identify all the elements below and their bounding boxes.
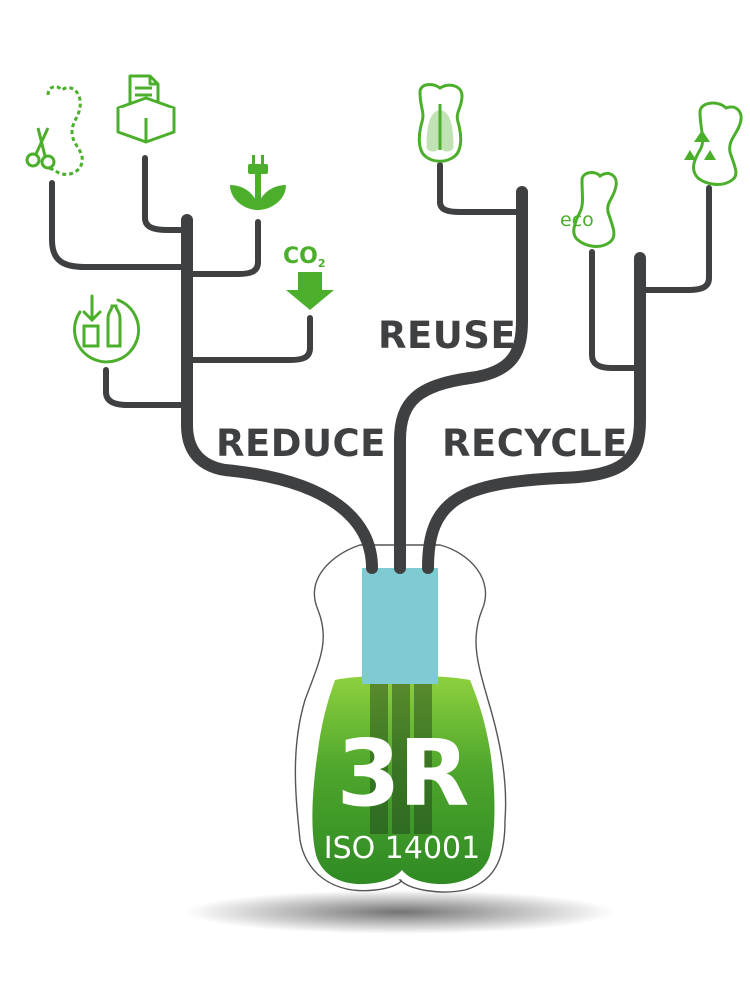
- co2-arrow-icon: [286, 272, 334, 310]
- recycle-icon: [684, 101, 743, 186]
- label-reduce: REDUCE: [216, 422, 386, 465]
- scissors-icon: [25, 85, 84, 176]
- ground-shadow: [185, 890, 615, 934]
- co2-subscript: 2: [317, 257, 326, 270]
- twig-lungs: [437, 162, 525, 215]
- twig-scissors: [49, 180, 190, 270]
- twig-bottle-icon: [103, 367, 190, 408]
- bottle-subtitle: ISO 14001: [323, 831, 481, 866]
- twigs: [49, 155, 712, 408]
- bottle-title: 3R: [336, 720, 470, 827]
- twig-recycle-icon: [637, 185, 712, 293]
- bottle-reduce-icon: [73, 294, 141, 364]
- twig-eco: [589, 249, 643, 371]
- twig-box: [142, 155, 190, 233]
- twig-co2: [184, 315, 313, 363]
- branch-recycle: [422, 252, 646, 574]
- lungs-icon: [417, 83, 464, 163]
- plug-leaf-icon: [230, 155, 286, 210]
- bottle-inner-stems: [370, 684, 432, 834]
- twig-plug: [184, 219, 261, 277]
- branch-reuse: [394, 186, 528, 574]
- branch-reduce: [181, 214, 378, 574]
- bottle-neck: [362, 568, 438, 684]
- bottle-liquid: [312, 675, 495, 885]
- label-reuse: REUSE: [378, 314, 517, 357]
- box-document-icon: [116, 74, 176, 144]
- label-recycle: RECYCLE: [442, 422, 628, 465]
- eco-bottle-icon: [572, 171, 618, 248]
- branches: [181, 186, 646, 574]
- eco-label: eco: [560, 209, 594, 231]
- co2-label: CO2: [283, 244, 326, 270]
- co2-main: CO: [283, 244, 318, 269]
